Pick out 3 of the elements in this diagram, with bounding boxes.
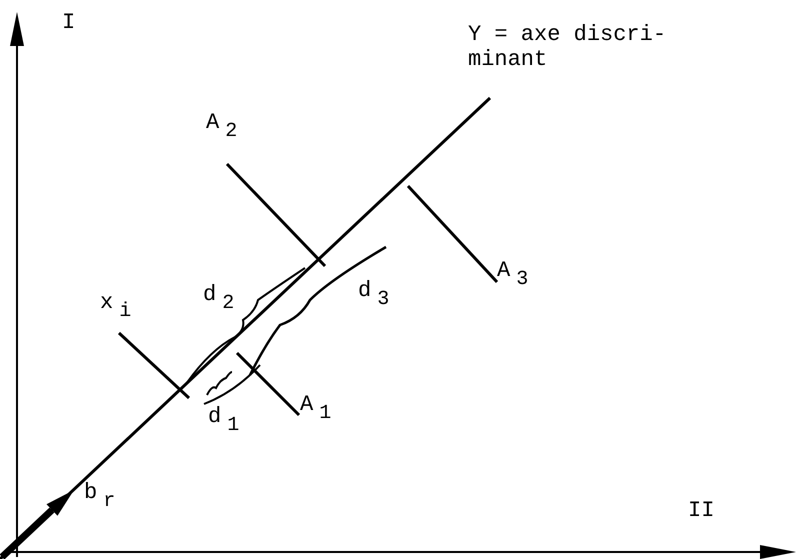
axis-label: II [688,498,714,524]
axis-label: I [62,10,76,36]
axis-title: Y = axe discri-minant [468,22,668,73]
